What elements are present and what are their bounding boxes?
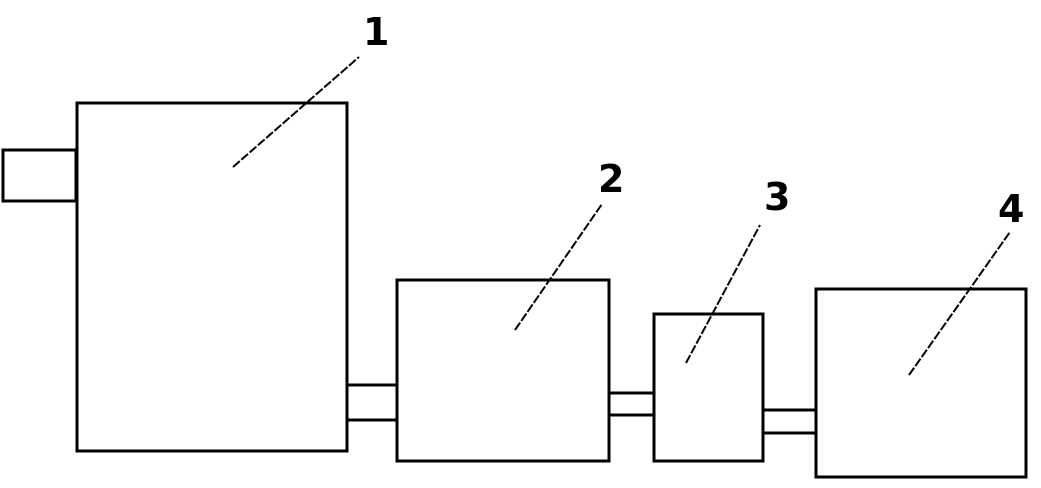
component-label-1: 1 bbox=[363, 10, 389, 54]
leader-line-1 bbox=[232, 56, 360, 168]
component-label-2: 2 bbox=[598, 157, 624, 201]
inlet-stub bbox=[1, 148, 78, 203]
leader-line-2 bbox=[514, 203, 603, 331]
component-4-box bbox=[814, 287, 1028, 479]
component-label-3: 3 bbox=[764, 175, 790, 219]
leader-line-4 bbox=[908, 231, 1011, 376]
component-1-box bbox=[75, 101, 349, 453]
component-label-4: 4 bbox=[998, 187, 1024, 231]
component-2-box bbox=[395, 278, 611, 463]
leader-line-3 bbox=[685, 224, 761, 364]
component-3-box bbox=[652, 312, 765, 463]
connector-1-2 bbox=[345, 383, 399, 422]
connector-3-4 bbox=[761, 408, 818, 435]
connector-2-3 bbox=[607, 391, 656, 417]
